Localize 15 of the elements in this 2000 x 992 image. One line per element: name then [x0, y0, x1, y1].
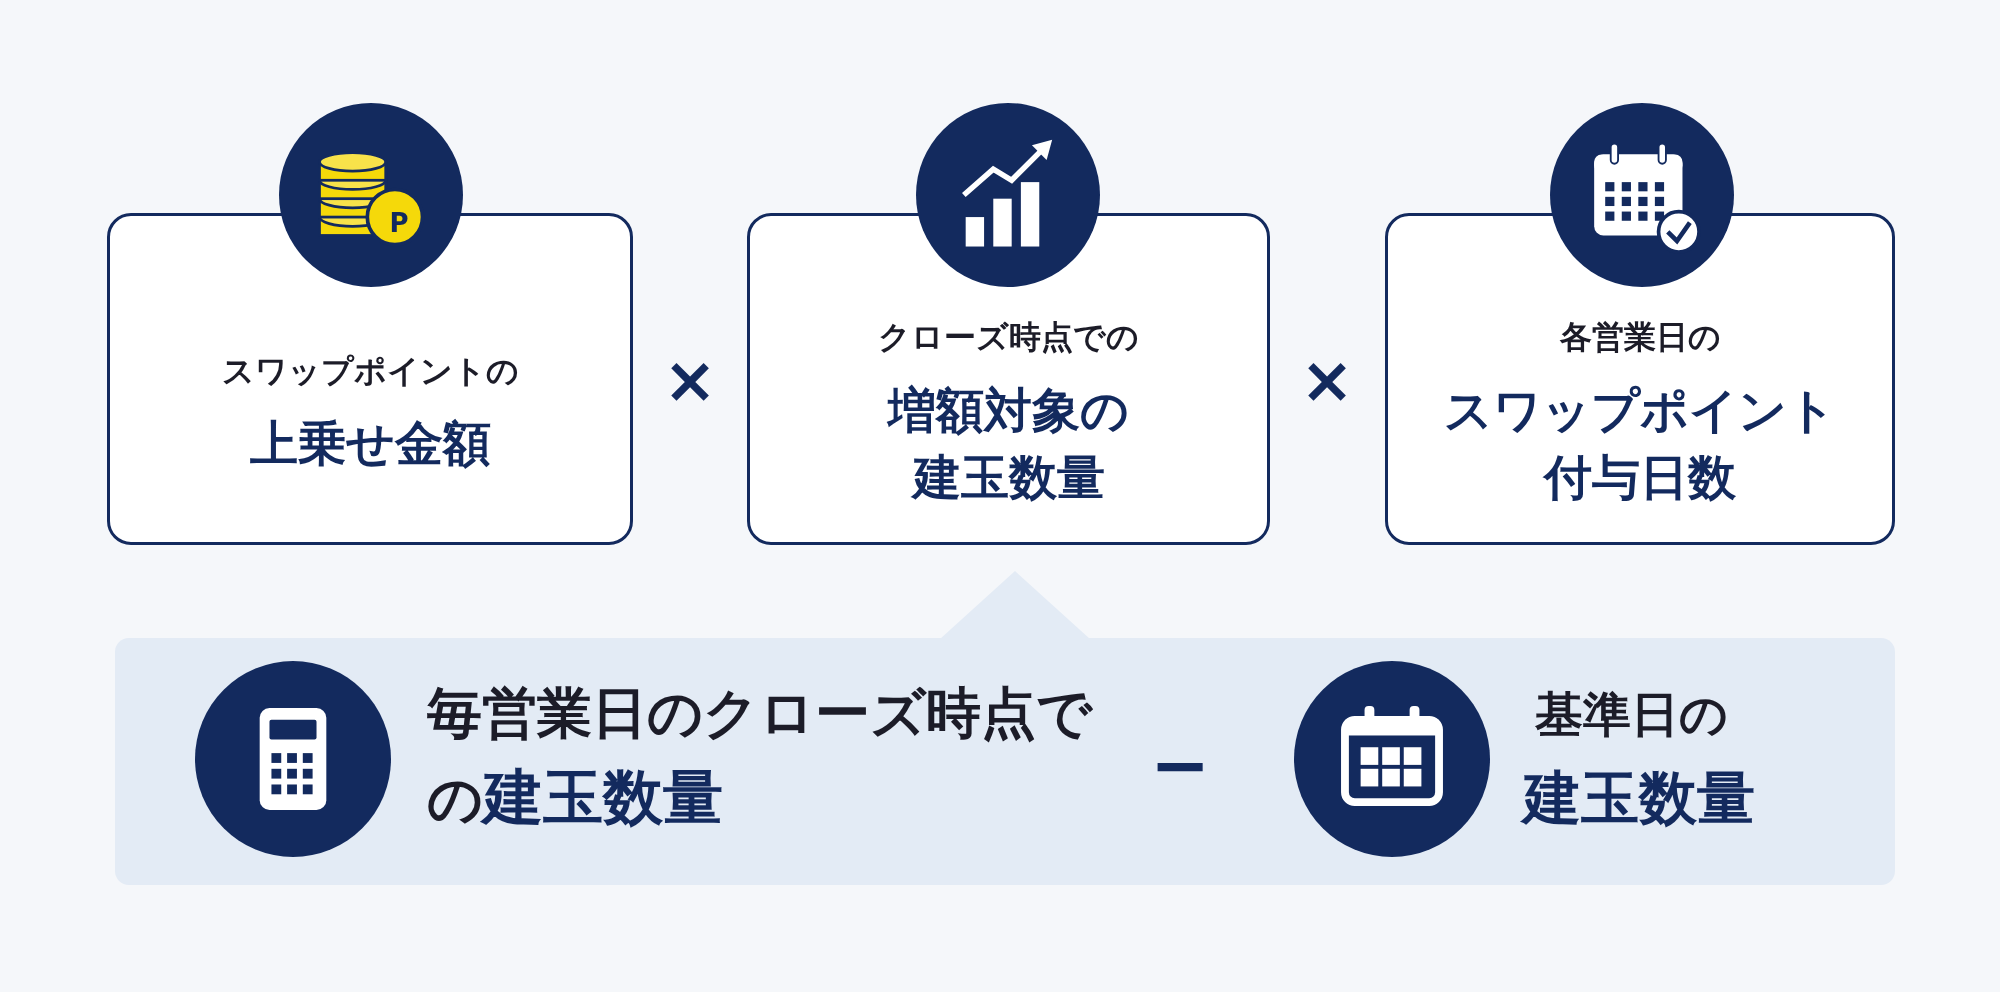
text-card: [107, 213, 633, 545]
operator-sign: −: [1149, 729, 1211, 801]
coin-letter: P: [389, 210, 409, 236]
formula-text: 毎営業日のクローズ時点での建玉数量: [427, 680, 1094, 834]
text-card: [747, 213, 1270, 545]
operator-sign: ×: [663, 348, 717, 412]
card-title: 増額対象の建玉数量: [886, 380, 1130, 507]
text-card: [1385, 213, 1895, 545]
card-subtitle: 各営業日の: [1559, 317, 1721, 358]
card-subtitle: クローズ時点での: [878, 317, 1139, 358]
operator-sign: ×: [1300, 348, 1354, 412]
card-subtitle: スワップポイントの: [221, 350, 519, 392]
formula-text: 基準日の: [1535, 685, 1728, 744]
card-title: スワップポイント付与日数: [1443, 380, 1837, 507]
card-title: 上乗せ金額: [248, 414, 492, 474]
